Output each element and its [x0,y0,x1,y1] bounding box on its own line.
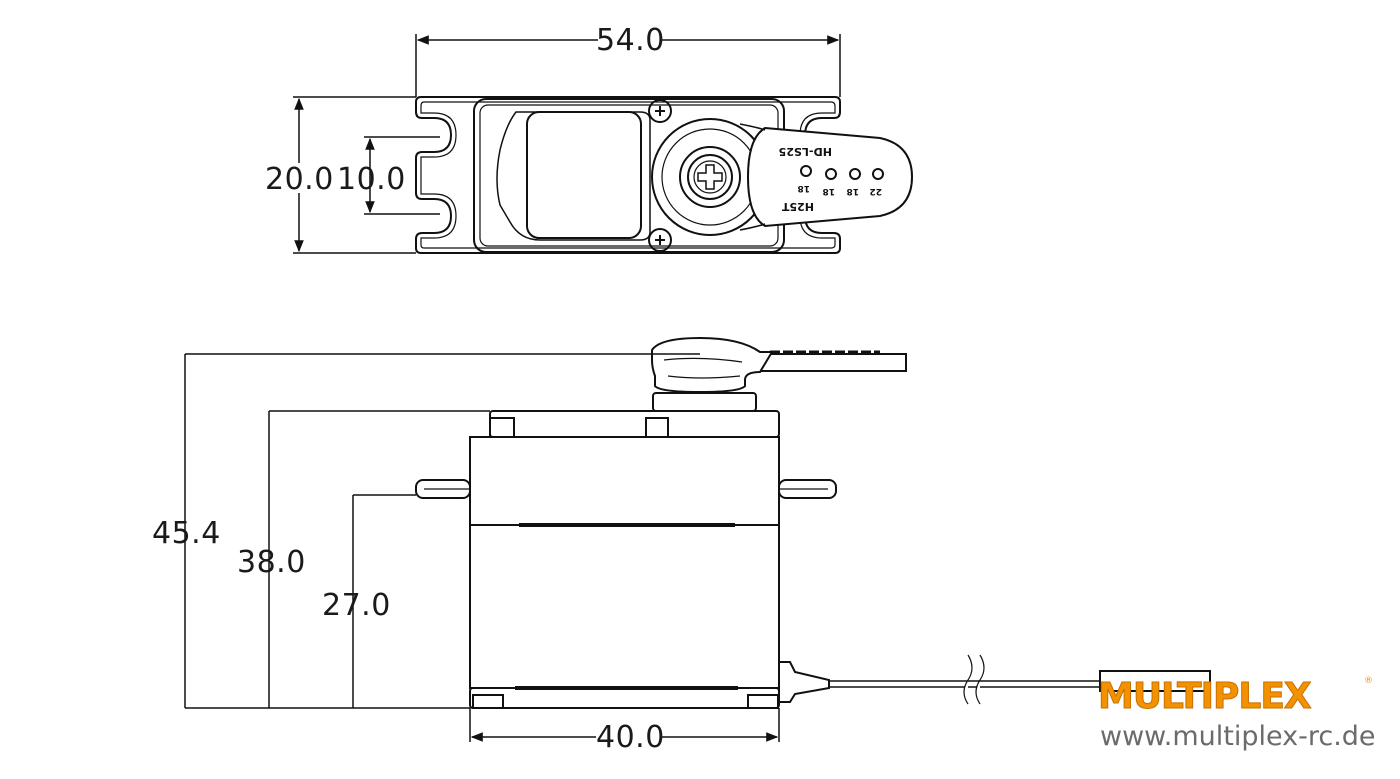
side-bottom-foot-right [747,694,779,709]
dim-side-case-height-label: 38.0 [237,545,306,580]
side-cable-connector [1099,670,1211,692]
top-screw-cross-icon [697,164,723,190]
side-cable-break-mark [963,654,985,705]
side-top-cover-left-tab [489,417,515,438]
dim-side-flange-height-label: 27.0 [322,588,391,623]
top-screw-upper [648,99,672,123]
top-shaft-screw [687,154,733,200]
horn-hole-label-3: 18 [846,186,859,196]
multiplex-logo: MULTIPLEX [1098,676,1312,717]
side-dimensions [184,353,780,742]
top-label-recess [496,111,651,241]
brand-block: MULTIPLEX ® www.multiplex-rc.de [1098,676,1376,753]
side-top-cover [489,410,780,438]
side-top-cover-mid-tab [645,417,669,438]
registered-mark: ® [1364,676,1373,686]
top-horn-hole-1 [800,165,812,177]
dim-side-width-label: 40.0 [596,720,665,755]
dim-top-height-label: 20.0 [265,162,334,197]
top-shaft-ring [661,128,759,226]
horn-hole-label-1: 18 [797,183,810,193]
side-output-shaft [652,392,757,412]
top-dimensions [293,34,841,254]
top-label-plate [526,111,642,239]
dim-top-width-label: 54.0 [596,23,665,58]
dim-20-text-bg [264,163,334,193]
horn-model-bottom-label: H25T [781,200,814,213]
dim-side-total-height-label: 45.4 [152,516,221,551]
horn-model-top-label: HD-LS25 [779,145,832,158]
brand-url: www.multiplex-rc.de [1100,721,1376,752]
horn-hole-label-4: 22 [869,186,882,196]
top-shaft-screw-inner [693,160,727,194]
side-view [415,336,1211,709]
top-horn-hole-4 [872,168,884,180]
horn-hole-label-2: 18 [822,186,835,196]
side-bottom-foot-left [472,694,504,709]
top-horn-hole-2 [825,168,837,180]
top-servo-horn [746,126,914,228]
side-lower-case [469,524,780,689]
side-cable-grommet [778,661,830,703]
top-screw-lower [648,228,672,252]
top-case-inner [479,104,779,247]
dim-top-hole-spacing-label: 10.0 [337,162,406,197]
top-horn-arm [739,123,766,231]
side-horn-hub [651,336,774,394]
side-middle-case [469,436,780,526]
top-screw-upper-cross-icon [655,106,665,116]
side-horn-hub-inner [663,357,743,379]
side-bottom-cover [469,687,780,709]
top-shaft-spline [679,146,741,208]
top-screw-lower-cross-icon [655,235,665,245]
top-horn-hole-3 [849,168,861,180]
top-view [415,96,914,254]
horn-labels: HD-LS25 H25T 18 18 18 22 [779,145,882,213]
